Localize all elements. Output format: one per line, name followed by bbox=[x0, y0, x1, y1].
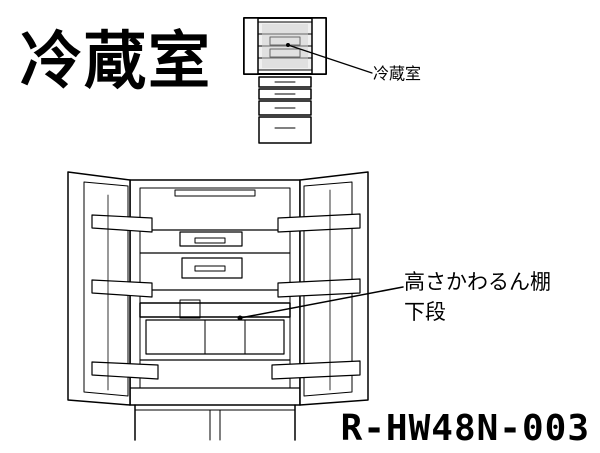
small-label-leader bbox=[287, 44, 373, 74]
shelf-label-line2: 下段 bbox=[404, 300, 446, 324]
section-title: 冷蔵室 bbox=[20, 24, 213, 97]
shelf-label-leader bbox=[239, 286, 404, 319]
model-number: R-HW48N-003 bbox=[340, 408, 590, 449]
shelf-label-line1: 高さかわるん棚 bbox=[404, 270, 551, 294]
fridge-main-drawing bbox=[67, 171, 369, 441]
locator-label: 冷蔵室 bbox=[373, 64, 422, 83]
locator-fridge-icon bbox=[243, 17, 327, 144]
